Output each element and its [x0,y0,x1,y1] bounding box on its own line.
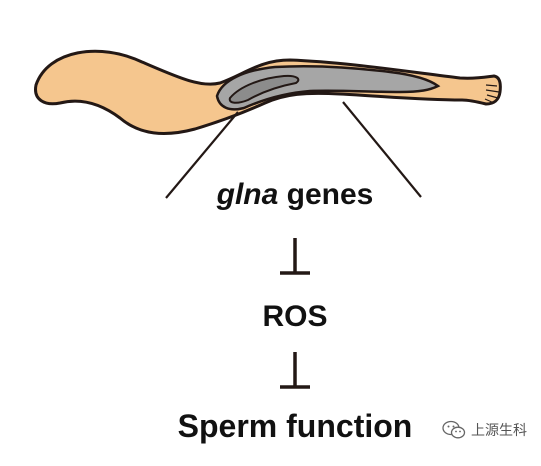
tail-hatch [484,84,500,104]
watermark-text: 上源生科 [471,423,527,439]
ros-label: ROS [262,300,328,333]
gene-name-italic: glna [216,178,279,211]
inhibit-arrow-2 [280,352,310,389]
sperm-function-label: Sperm function [177,408,413,444]
zoom-line-right [342,101,422,198]
gonad-inner [228,74,300,104]
inhibit-arrow-1 [280,238,310,275]
wechat-icon [442,420,466,439]
watermark: 上源生科 [442,419,527,441]
zoom-line-left [165,111,239,199]
gene-label: glna genes [0,178,541,212]
gene-suffix: genes [278,178,374,211]
